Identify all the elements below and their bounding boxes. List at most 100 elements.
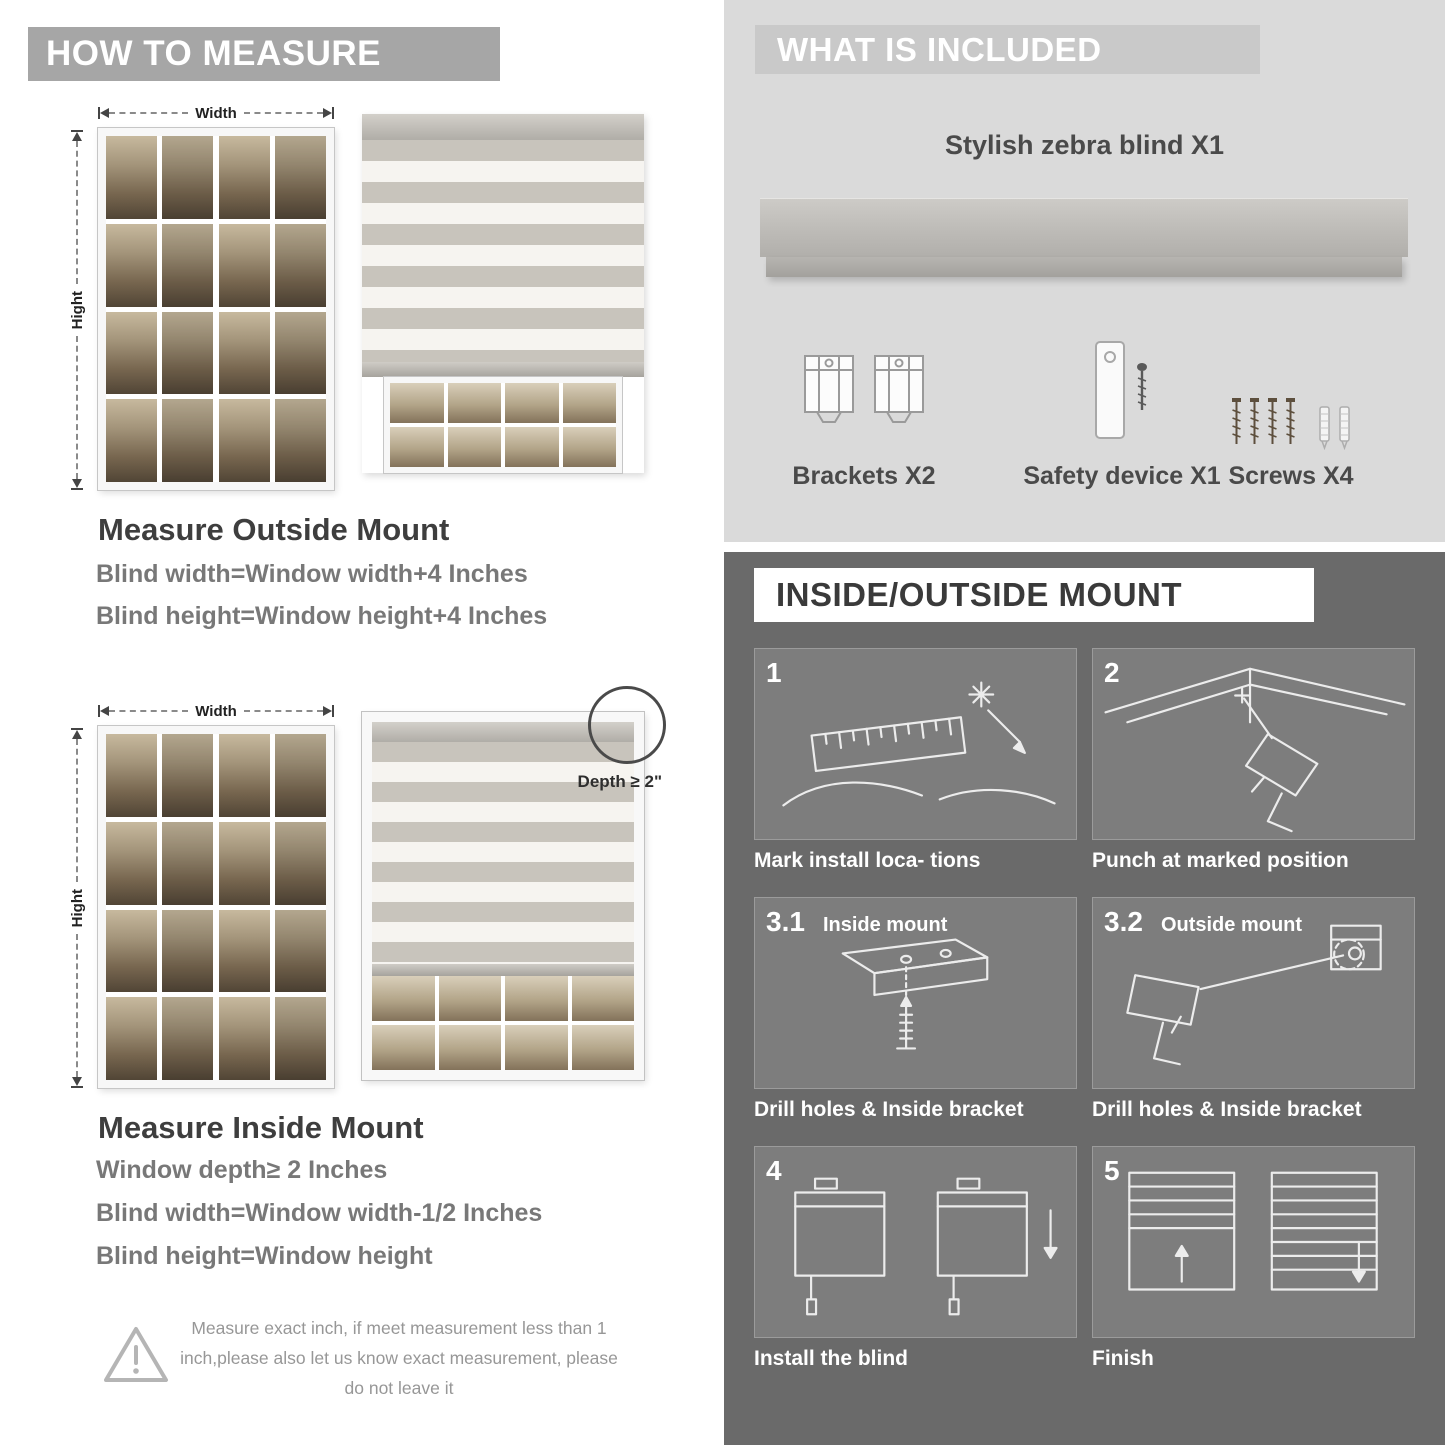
window-sash [106, 734, 213, 1080]
window-sash [219, 734, 326, 1080]
what-is-included-panel: WHAT IS INCLUDED Stylish zebra blind X1 [724, 0, 1445, 542]
window-pane [219, 997, 270, 1080]
bracket-icon [874, 355, 924, 423]
blind-cassette [372, 722, 634, 742]
window-pane [505, 1025, 568, 1070]
window-pane [219, 734, 270, 817]
inside-mount-illustrations: Width Hight [64, 686, 666, 1092]
drill-punch-icon [1104, 667, 1406, 833]
bracket-icon [804, 355, 854, 423]
width-arrow-icon: Width [98, 104, 335, 122]
window-pane [106, 734, 157, 817]
step-2-illustration: 2 [1092, 648, 1415, 840]
screw-icon [1137, 363, 1147, 410]
step-inline-label: Outside mount [1160, 914, 1303, 936]
window-pane [275, 734, 326, 817]
step-4-illustration: 4 [754, 1146, 1077, 1338]
inside-mount-formula-depth: Window depth≥ 2 Inches [96, 1156, 388, 1184]
window-pane [162, 399, 213, 482]
step-number: 4 [766, 1155, 782, 1186]
outside-mount-formula-height: Blind height=Window height+4 Inches [96, 602, 548, 630]
outside-mount-formula-width: Blind width=Window width+4 Inches [96, 560, 528, 588]
screw-icon [1232, 398, 1241, 444]
window-pane [106, 311, 157, 395]
screws-label: Screws X4 [1228, 462, 1354, 490]
step-caption: Mark install loca- tions [754, 849, 981, 872]
height-arrow-icon: Hight [68, 728, 86, 1089]
window-pane [562, 427, 616, 467]
safety-device-icons [1012, 330, 1232, 450]
window-pane [562, 383, 616, 423]
depth-label: Depth ≥ 2" [577, 772, 662, 791]
safety-device-icon [1095, 341, 1125, 439]
how-to-measure-header: HOW TO MEASURE [28, 27, 500, 81]
how-to-measure-title: HOW TO MEASURE [46, 34, 381, 73]
outside-mount-illustrations: Width Hight [64, 98, 656, 494]
step-number: 3.1 [766, 906, 805, 937]
window-frame [97, 127, 335, 491]
window-pane [275, 136, 326, 219]
step-2: 2 Punch at marked position [1092, 648, 1415, 873]
outside-mount-title: Measure Outside Mount [98, 512, 450, 547]
step-5: 5 Finish [1092, 1146, 1415, 1371]
window-pane [219, 821, 270, 905]
window-pane [275, 399, 326, 482]
step-inline-label: Inside mount [822, 914, 948, 936]
height-label: Hight [68, 290, 86, 330]
window-pane [505, 383, 559, 423]
window-pane [219, 399, 270, 482]
blind-stripes [362, 140, 644, 362]
window-pane [275, 997, 326, 1080]
headrail-bar [760, 198, 1408, 257]
screws-item: Screws X4 [1176, 330, 1406, 491]
window-under-blind [372, 976, 634, 1070]
finish-icon [1128, 1171, 1378, 1291]
window-illustration-inside: Width Hight [64, 696, 336, 1092]
window-under-blind [383, 376, 623, 474]
anchor-icon [1339, 406, 1350, 450]
window-pane [219, 223, 270, 307]
step-4: 4 Install the blind [754, 1146, 1077, 1371]
window-pane [372, 976, 435, 1021]
window-illustration-outside: Width Hight [64, 98, 336, 494]
window-pane [162, 311, 213, 395]
window-pane [505, 976, 568, 1021]
window-pane [106, 821, 157, 905]
inside-mount-formula-width: Blind width=Window width-1/2 Inches [96, 1199, 543, 1227]
step-3-1-illustration: 3.1 Inside mount [754, 897, 1077, 1089]
step-number: 3.2 [1104, 906, 1143, 937]
width-label: Width [195, 702, 237, 720]
step-caption: Drill holes & Inside bracket [1092, 1098, 1362, 1121]
window-pane [162, 909, 213, 993]
step-number: 2 [1104, 657, 1120, 688]
window-pane [219, 311, 270, 395]
brackets-item: Brackets X2 [754, 330, 974, 491]
window-pane [162, 223, 213, 307]
mount-instructions-panel: INSIDE/OUTSIDE MOUNT [724, 552, 1445, 1445]
anchor-icon [1319, 406, 1330, 450]
width-label: Width [195, 104, 237, 122]
inside-bracket-icon [841, 938, 989, 1050]
window-pane [505, 427, 559, 467]
window-pane [219, 136, 270, 219]
headrail-lip [766, 257, 1402, 277]
step-3-1: 3.1 Inside mount Drill holes & Inside br… [754, 897, 1077, 1122]
brackets-label: Brackets X2 [792, 462, 936, 490]
blind-cassette [362, 114, 644, 140]
mount-header: INSIDE/OUTSIDE MOUNT [754, 568, 1314, 622]
outside-bracket-icon [1126, 924, 1382, 1066]
what-is-included-title: WHAT IS INCLUDED [777, 30, 1102, 68]
window-pane [162, 997, 213, 1080]
window-pane [162, 136, 213, 219]
headrail-illustration [760, 198, 1408, 277]
step-1-illustration: 1 [754, 648, 1077, 840]
blind-item-label: Stylish zebra blind X1 [944, 130, 1225, 160]
screw-icon [1286, 398, 1295, 444]
mount-title: INSIDE/OUTSIDE MOUNT [776, 576, 1183, 613]
zebra-blind-outside-illustration [362, 114, 644, 474]
blind-bottom-rail [372, 964, 634, 976]
inside-mount-title: Measure Inside Mount [98, 1110, 424, 1145]
inside-mount-frame [361, 711, 645, 1081]
step-1: 1 Mark install loca- tions [754, 648, 1077, 873]
